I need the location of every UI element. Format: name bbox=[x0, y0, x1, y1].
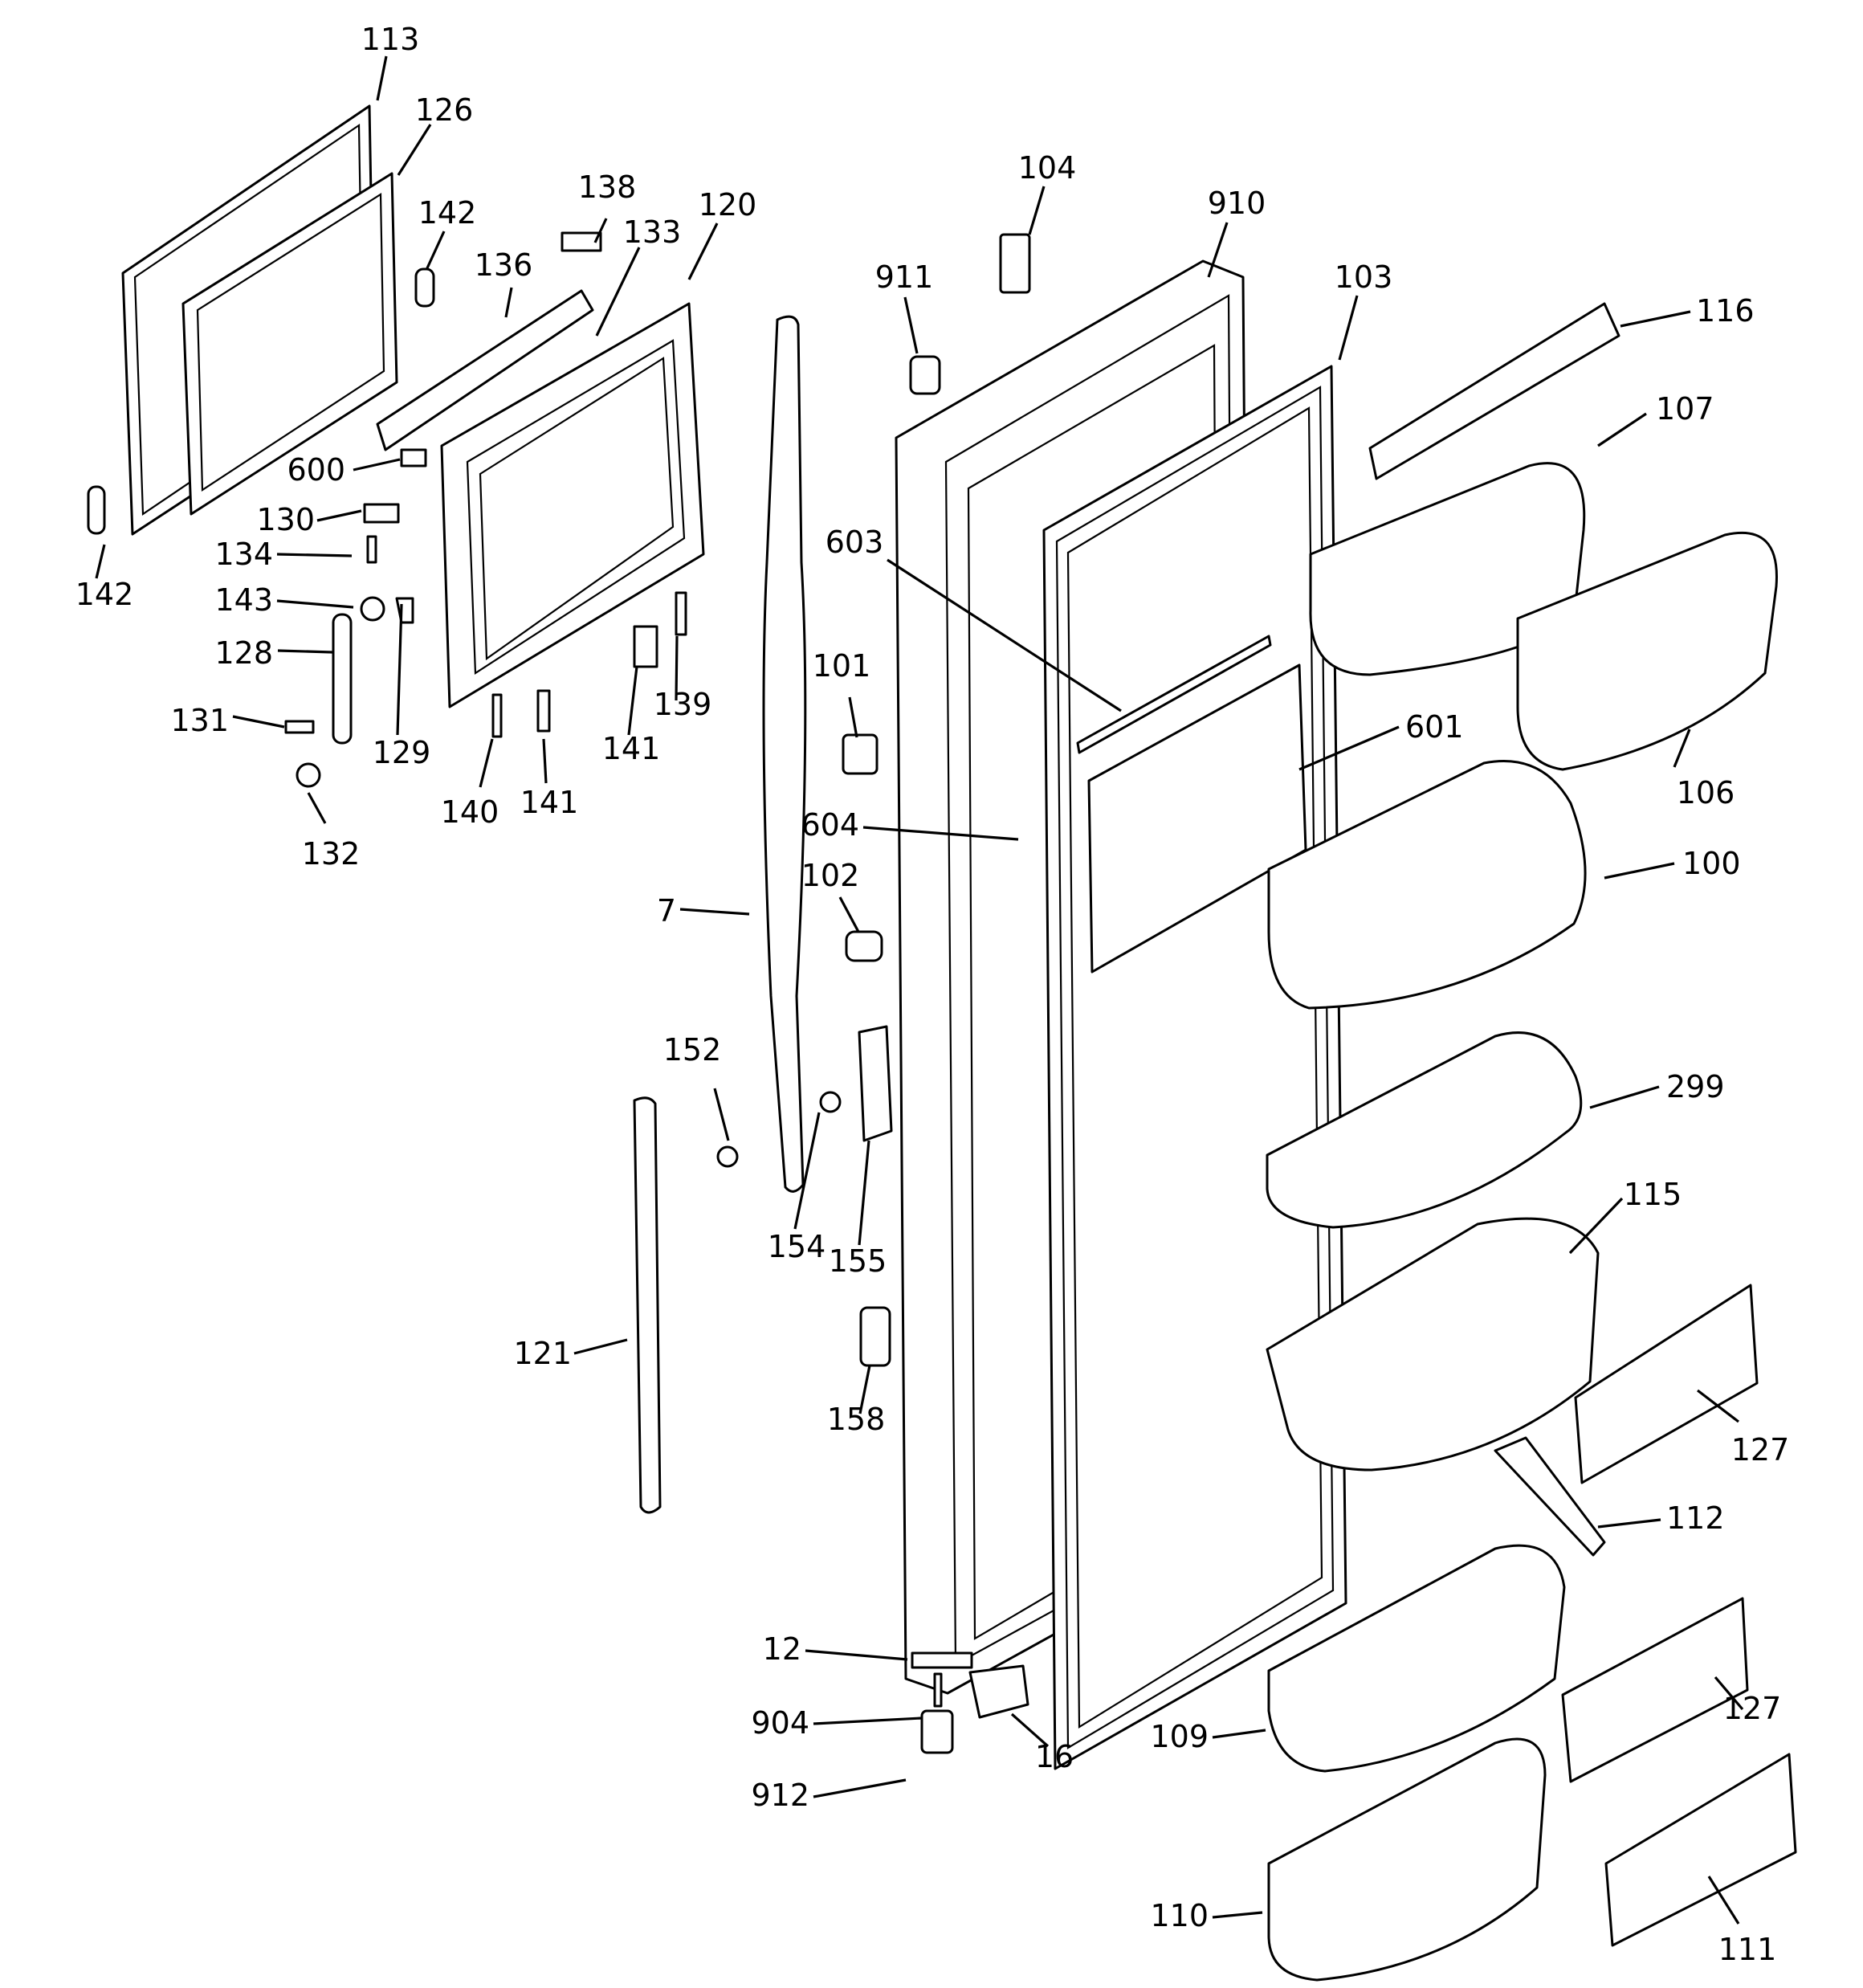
callout-603: 603 bbox=[826, 525, 884, 560]
callout-109: 109 bbox=[1150, 1719, 1209, 1754]
callout-labels: 113 126 142 136 138 133 120 600 130 134 … bbox=[75, 22, 1790, 1967]
callout-911: 911 bbox=[875, 259, 934, 295]
door-handle bbox=[762, 315, 807, 1193]
handle-trim-strip bbox=[633, 1096, 662, 1514]
callout-102: 102 bbox=[801, 858, 860, 893]
bin-106 bbox=[1516, 531, 1778, 771]
callout-910: 910 bbox=[1208, 186, 1266, 221]
bin-107 bbox=[1309, 462, 1586, 676]
callout-129: 129 bbox=[373, 735, 431, 770]
callout-154: 154 bbox=[768, 1229, 826, 1264]
bin-fronts bbox=[1494, 1284, 1797, 1947]
callout-12: 12 bbox=[763, 1631, 801, 1667]
callout-604: 604 bbox=[801, 807, 859, 843]
callout-121: 121 bbox=[513, 1336, 572, 1371]
callout-142-lower: 142 bbox=[75, 577, 134, 612]
bin-rail bbox=[1368, 302, 1620, 480]
callout-158: 158 bbox=[827, 1402, 886, 1437]
callout-106: 106 bbox=[1677, 775, 1735, 810]
callout-7: 7 bbox=[657, 893, 676, 929]
callout-112: 112 bbox=[1666, 1500, 1725, 1536]
callout-110: 110 bbox=[1150, 1898, 1209, 1933]
callout-152: 152 bbox=[663, 1032, 722, 1067]
callout-120: 120 bbox=[699, 187, 757, 222]
leader-lines bbox=[95, 55, 1744, 1925]
callout-127-upper: 127 bbox=[1731, 1432, 1790, 1468]
door-liner-frame bbox=[440, 302, 705, 708]
callout-299: 299 bbox=[1666, 1069, 1725, 1104]
callout-140: 140 bbox=[441, 794, 499, 830]
callout-103: 103 bbox=[1335, 259, 1393, 295]
callout-904: 904 bbox=[751, 1705, 809, 1741]
door-trim-cap bbox=[376, 289, 594, 451]
callout-155: 155 bbox=[829, 1243, 887, 1279]
bin-109 bbox=[1267, 1544, 1566, 1773]
bin-115 bbox=[1266, 1217, 1600, 1472]
callout-16: 16 bbox=[1035, 1739, 1074, 1774]
callout-130: 130 bbox=[256, 502, 315, 537]
callout-131: 131 bbox=[170, 703, 229, 738]
callout-115: 115 bbox=[1624, 1177, 1682, 1212]
callout-107: 107 bbox=[1656, 391, 1714, 427]
small-hardware-parts bbox=[87, 231, 687, 788]
callout-912: 912 bbox=[751, 1778, 809, 1813]
callout-128: 128 bbox=[214, 635, 273, 671]
callout-133: 133 bbox=[623, 214, 682, 250]
bin-100 bbox=[1267, 760, 1587, 1010]
callout-143: 143 bbox=[214, 582, 273, 618]
callout-132: 132 bbox=[302, 836, 361, 872]
callout-104: 104 bbox=[1018, 150, 1077, 186]
callout-600: 600 bbox=[287, 452, 345, 488]
callout-100: 100 bbox=[1682, 846, 1741, 881]
callout-139: 139 bbox=[654, 687, 712, 722]
callout-138: 138 bbox=[578, 169, 637, 205]
door-gasket bbox=[1042, 365, 1347, 1770]
callout-127-lower: 127 bbox=[1723, 1691, 1782, 1726]
callout-116: 116 bbox=[1696, 293, 1755, 329]
bin-299 bbox=[1266, 1031, 1583, 1229]
callout-601: 601 bbox=[1405, 709, 1464, 745]
door-gasket-frame bbox=[181, 172, 398, 516]
callout-101: 101 bbox=[813, 648, 871, 684]
callout-111: 111 bbox=[1718, 1932, 1777, 1967]
handle-hardware bbox=[716, 733, 893, 1367]
cap-and-label bbox=[909, 233, 1031, 1754]
callout-141-lower: 141 bbox=[520, 785, 579, 820]
callout-141-upper: 141 bbox=[602, 731, 661, 766]
callout-136: 136 bbox=[475, 247, 533, 283]
callout-126: 126 bbox=[415, 92, 474, 128]
callout-113: 113 bbox=[361, 22, 420, 57]
bin-110 bbox=[1267, 1737, 1547, 1982]
callout-142-upper: 142 bbox=[418, 195, 477, 231]
callout-134: 134 bbox=[214, 537, 273, 572]
